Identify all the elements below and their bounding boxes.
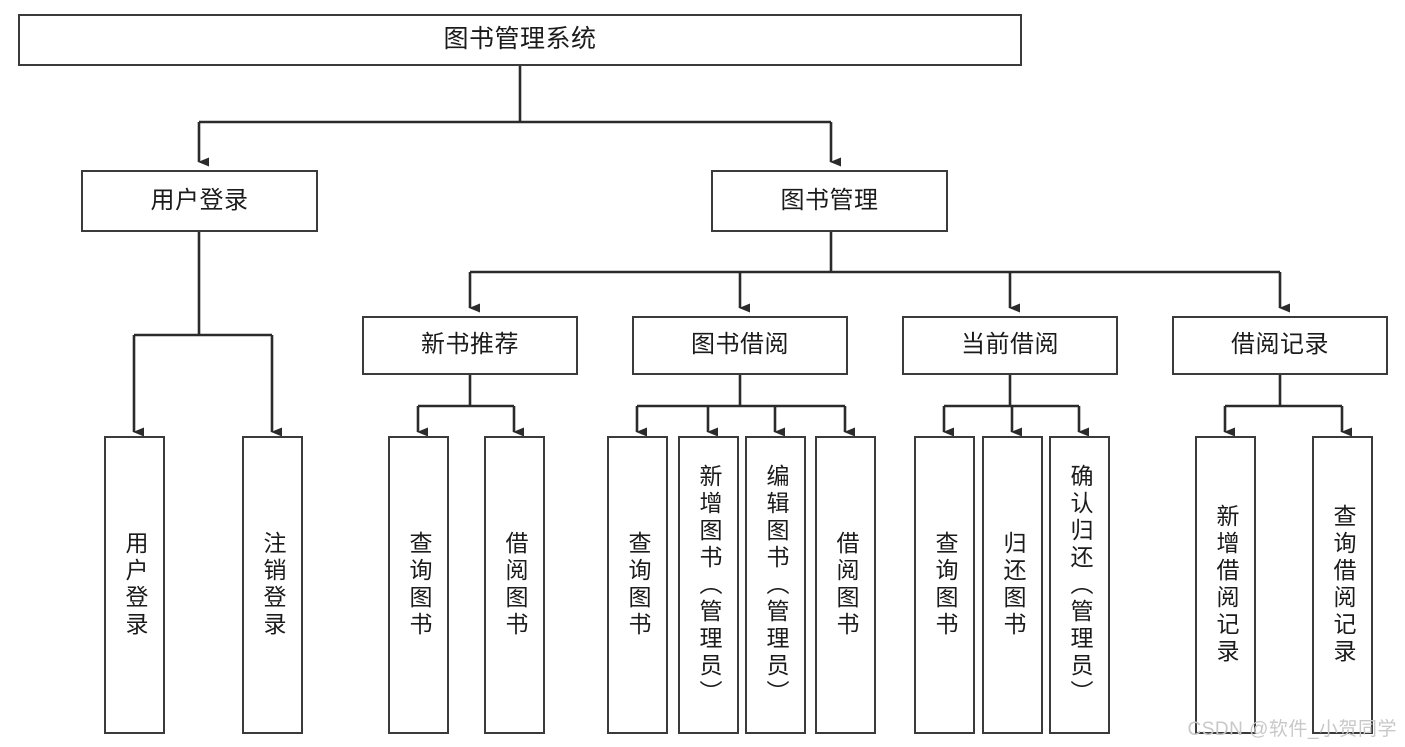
leaf-current-borrow-query-book[interactable]: 查询图书	[914, 436, 975, 734]
leaf-current-borrow-return-book[interactable]: 归还图书	[982, 436, 1043, 734]
leaf-new-book-borrow-book[interactable]: 借阅图书	[484, 436, 545, 734]
node-label: 编辑图书（管理员）	[763, 463, 789, 707]
node-label: 归还图书	[1000, 531, 1026, 639]
node-new-book-recommend[interactable]: 新书推荐	[362, 316, 578, 375]
leaf-borrow-record-add-record[interactable]: 新增借阅记录	[1195, 436, 1256, 734]
leaf-book-borrow-query-book[interactable]: 查询图书	[607, 436, 668, 734]
node-book-borrow[interactable]: 图书借阅	[632, 316, 848, 375]
csdn-watermark: CSDN @软件_小贺同学	[1187, 719, 1397, 740]
leaf-borrow-record-query-record[interactable]: 查询借阅记录	[1312, 436, 1373, 734]
node-label: 图书管理	[780, 186, 879, 214]
node-borrow-record[interactable]: 借阅记录	[1172, 316, 1388, 375]
node-label: 借阅图书	[502, 531, 528, 639]
node-label: 用户登录	[150, 186, 249, 214]
node-label: 图书借阅	[691, 331, 789, 359]
node-label: 图书管理系统	[443, 25, 597, 54]
node-label: 确认归还（管理员）	[1067, 463, 1093, 707]
node-user-login[interactable]: 用户登录	[81, 170, 318, 232]
leaf-book-borrow-add-book-admin[interactable]: 新增图书（管理员）	[678, 436, 739, 734]
leaf-user-login-logout[interactable]: 注销登录	[242, 436, 303, 734]
node-label: 当前借阅	[961, 331, 1059, 359]
node-label: 借阅图书	[833, 531, 859, 639]
node-label: 新增借阅记录	[1213, 504, 1239, 666]
node-label: 新书推荐	[421, 331, 519, 359]
node-label: 注销登录	[260, 531, 286, 639]
node-label: 借阅记录	[1231, 331, 1329, 359]
node-current-borrow[interactable]: 当前借阅	[902, 316, 1118, 375]
node-book-management[interactable]: 图书管理	[711, 170, 948, 232]
leaf-new-book-query-book[interactable]: 查询图书	[388, 436, 449, 734]
node-label: 查询图书	[625, 531, 651, 639]
node-label: 用户登录	[122, 531, 148, 639]
leaf-book-borrow-edit-book-admin[interactable]: 编辑图书（管理员）	[745, 436, 806, 734]
leaf-book-borrow-borrow-book[interactable]: 借阅图书	[815, 436, 876, 734]
leaf-user-login-login[interactable]: 用户登录	[104, 436, 165, 734]
node-label: 查询图书	[932, 531, 958, 639]
node-label: 新增图书（管理员）	[696, 463, 722, 707]
leaf-current-borrow-confirm-return-admin[interactable]: 确认归还（管理员）	[1049, 436, 1110, 734]
node-label: 查询借阅记录	[1330, 504, 1356, 666]
node-label: 查询图书	[406, 531, 432, 639]
node-root-book-management-system[interactable]: 图书管理系统	[18, 14, 1022, 66]
